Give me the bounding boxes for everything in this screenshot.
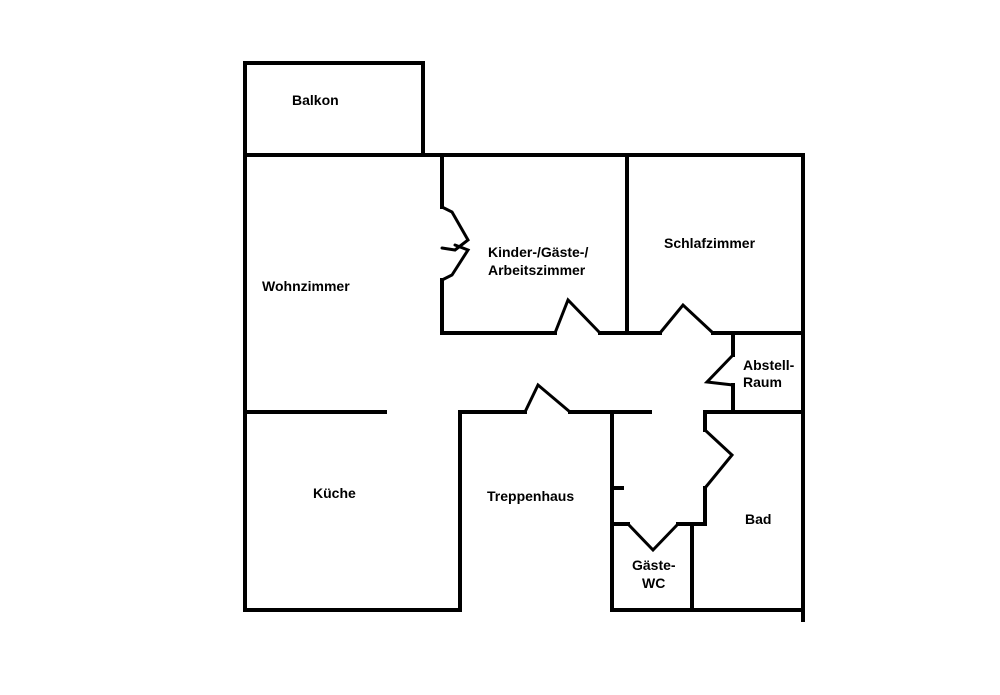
balcony-walls (243, 61, 425, 157)
label-kueche: Küche (313, 485, 356, 501)
outer-walls (243, 153, 805, 622)
door-abstellraum (703, 353, 735, 387)
middle-walls (243, 410, 652, 612)
door-entrance (523, 382, 572, 414)
door-gaeste-wc (626, 522, 680, 553)
abstellraum-walls (703, 331, 805, 414)
door-bad (703, 428, 735, 490)
label-balkon: Balkon (292, 92, 339, 108)
label-abstellraum-line2: Raum (743, 374, 782, 390)
label-gaeste-wc-line2: WC (642, 575, 665, 591)
doors (440, 205, 735, 553)
label-schlafzimmer: Schlafzimmer (664, 235, 756, 251)
label-gaeste-wc-line1: Gäste- (632, 557, 676, 573)
door-schlafzimmer (658, 302, 715, 335)
label-abstellraum-line1: Abstell- (743, 357, 795, 373)
label-kinderzimmer-line2: Arbeitszimmer (488, 262, 586, 278)
door-kinderzimmer (553, 297, 602, 335)
kinderzimmer-walls (440, 153, 805, 335)
label-wohnzimmer: Wohnzimmer (262, 278, 350, 294)
door-kinderzimmer-double (440, 205, 470, 252)
label-bad: Bad (745, 511, 771, 527)
label-kinderzimmer-line1: Kinder-/Gäste-/ (488, 244, 588, 260)
label-treppenhaus: Treppenhaus (487, 488, 574, 504)
bath-walls (610, 410, 707, 612)
